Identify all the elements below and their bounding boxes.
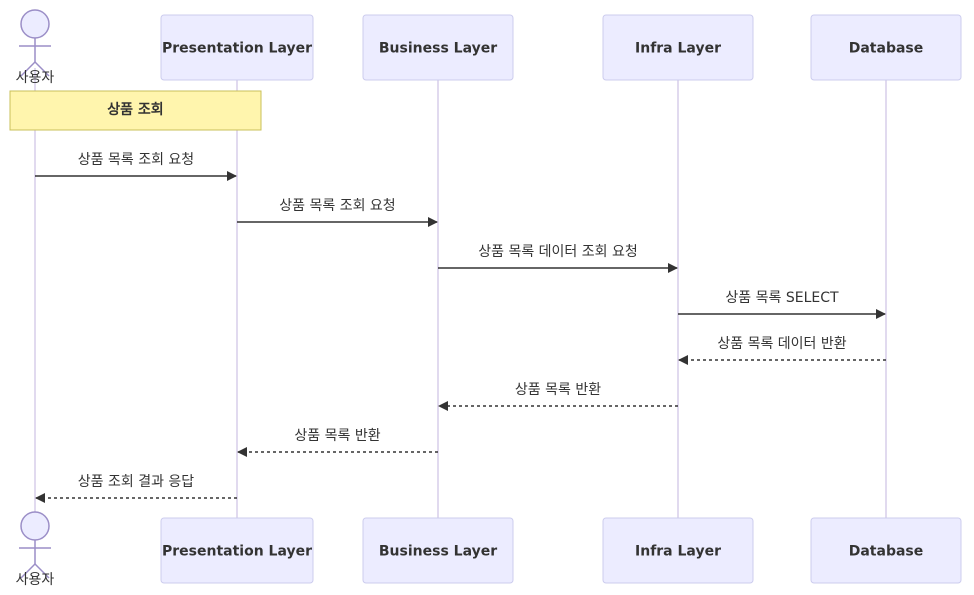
message-2: 상품 목록 데이터 조회 요청	[438, 244, 678, 273]
message-label: 상품 목록 반환	[294, 428, 380, 444]
message-5: 상품 목록 반환	[438, 382, 678, 411]
participant-box-bottom-0: Presentation Layer	[160, 517, 314, 584]
message-3: 상품 목록 SELECT	[678, 290, 886, 319]
message-label: 상품 목록 반환	[515, 382, 601, 398]
actor-figure-bottom: 사용자	[16, 511, 55, 588]
actor-label: 사용자	[16, 572, 55, 588]
message-label: 상품 조회 결과 응답	[78, 474, 195, 490]
actor-label: 사용자	[16, 70, 55, 86]
participant-label: Infra Layer	[635, 544, 721, 560]
participant-box-bottom-1: Business Layer	[362, 517, 514, 584]
participant-label: Presentation Layer	[162, 544, 312, 560]
message-4: 상품 목록 데이터 반환	[678, 336, 886, 365]
note-label: 상품 조회	[107, 102, 163, 118]
message-label: 상품 목록 데이터 조회 요청	[478, 244, 637, 260]
participant-box-top-1: Business Layer	[362, 14, 514, 81]
message-7: 상품 조회 결과 응답	[35, 474, 237, 503]
participant-box-top-3: Database	[810, 14, 962, 81]
participant-label: Business Layer	[379, 544, 497, 560]
participant-box-top-0: Presentation Layer	[160, 14, 314, 81]
actor-figure-top: 사용자	[16, 9, 55, 86]
message-1: 상품 목록 조회 요청	[237, 198, 438, 227]
message-0: 상품 목록 조회 요청	[35, 152, 237, 181]
participant-box-bottom-2: Infra Layer	[602, 517, 754, 584]
participant-label: Presentation Layer	[162, 41, 312, 57]
participant-label: Business Layer	[379, 41, 497, 57]
message-label: 상품 목록 데이터 반환	[717, 336, 846, 352]
message-6: 상품 목록 반환	[237, 428, 438, 457]
participant-label: Database	[849, 41, 924, 57]
participant-label: Infra Layer	[635, 41, 721, 57]
participant-box-top-2: Infra Layer	[602, 14, 754, 81]
note-box: 상품 조회	[9, 90, 262, 131]
message-label: 상품 목록 SELECT	[725, 290, 839, 306]
message-label: 상품 목록 조회 요청	[279, 198, 395, 214]
message-label: 상품 목록 조회 요청	[78, 152, 194, 168]
participant-box-bottom-3: Database	[810, 517, 962, 584]
participant-label: Database	[849, 544, 924, 560]
